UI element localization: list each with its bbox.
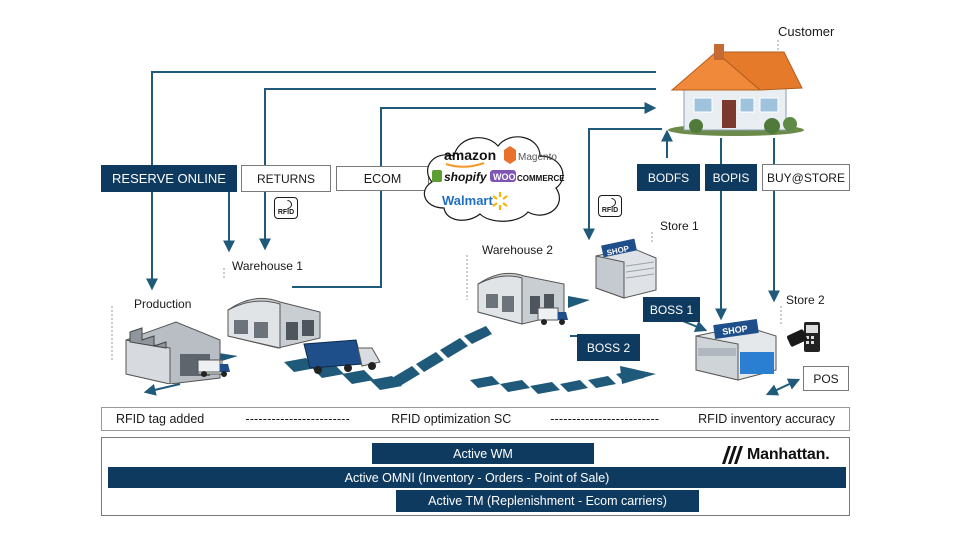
pos-box: POS [803,366,849,391]
warehouse1-label: Warehouse 1 [232,259,303,273]
buy-at-store-box: BUY@STORE [762,164,850,191]
woo-logo: WOO [493,172,516,182]
van2-icon [537,307,568,325]
ecom-box: ECOM [336,166,429,191]
bodfs-box: BODFS [637,164,700,191]
store2-building-icon: SHOP [695,319,777,381]
store2-shop-sign: SHOP [722,323,749,336]
amazon-logo: amazon [444,147,496,163]
boss2-box: BOSS 2 [577,334,640,361]
rfid-dash-b: ------------------------- [550,412,660,426]
warehouse2-label: Warehouse 2 [482,243,553,257]
manhattan-logo: Manhattan. [722,444,830,466]
boss1-box: BOSS 1 [643,297,700,322]
rfid-store1-icon: RFID [598,195,622,217]
returns-box: RETURNS [241,165,331,192]
marketplace-cloud: amazon Magento shopify WOO COMMERCE Walm… [423,136,565,222]
active-wm-bar: Active WM [372,443,594,464]
active-tm-bar: Active TM (Replenishment - Ecom carriers… [396,490,699,512]
store1-building-icon: SHOP [595,238,657,299]
reserve-online-box: RESERVE ONLINE [101,165,237,192]
rfid-timeline: RFID tag added ------------------------ … [101,407,850,431]
bopis-box: BOPIS [705,164,757,191]
pos-terminal-icon [786,322,820,352]
walmart-logo: Walmart [442,193,493,208]
warehouse1-building-icon [227,297,321,349]
active-omni-bar: Active OMNI (Inventory - Orders - Point … [108,467,846,488]
rfid-end-label: RFID inventory accuracy [698,412,836,426]
customer-house-icon [668,44,804,136]
magento-logo: Magento [518,152,557,163]
van-icon [197,359,230,377]
rfid-start-label: RFID tag added [116,412,205,426]
truck-icon [303,339,381,374]
rfid-dash-a: ------------------------ [245,412,351,426]
manhattan-logo-text: Manhattan. [747,446,830,463]
production-label: Production [134,297,192,311]
shopify-logo: shopify [444,170,488,184]
rfid-returns-icon: RFID [274,197,298,219]
store2-label: Store 2 [786,293,825,307]
rfid-middle-label: RFID optimization SC [391,412,512,426]
commerce-logo: COMMERCE [517,174,565,183]
production-building-icon [125,321,223,384]
customer-label: Customer [778,24,835,39]
store1-label: Store 1 [660,219,699,233]
manhattan-logo-mark-icon [722,446,743,464]
